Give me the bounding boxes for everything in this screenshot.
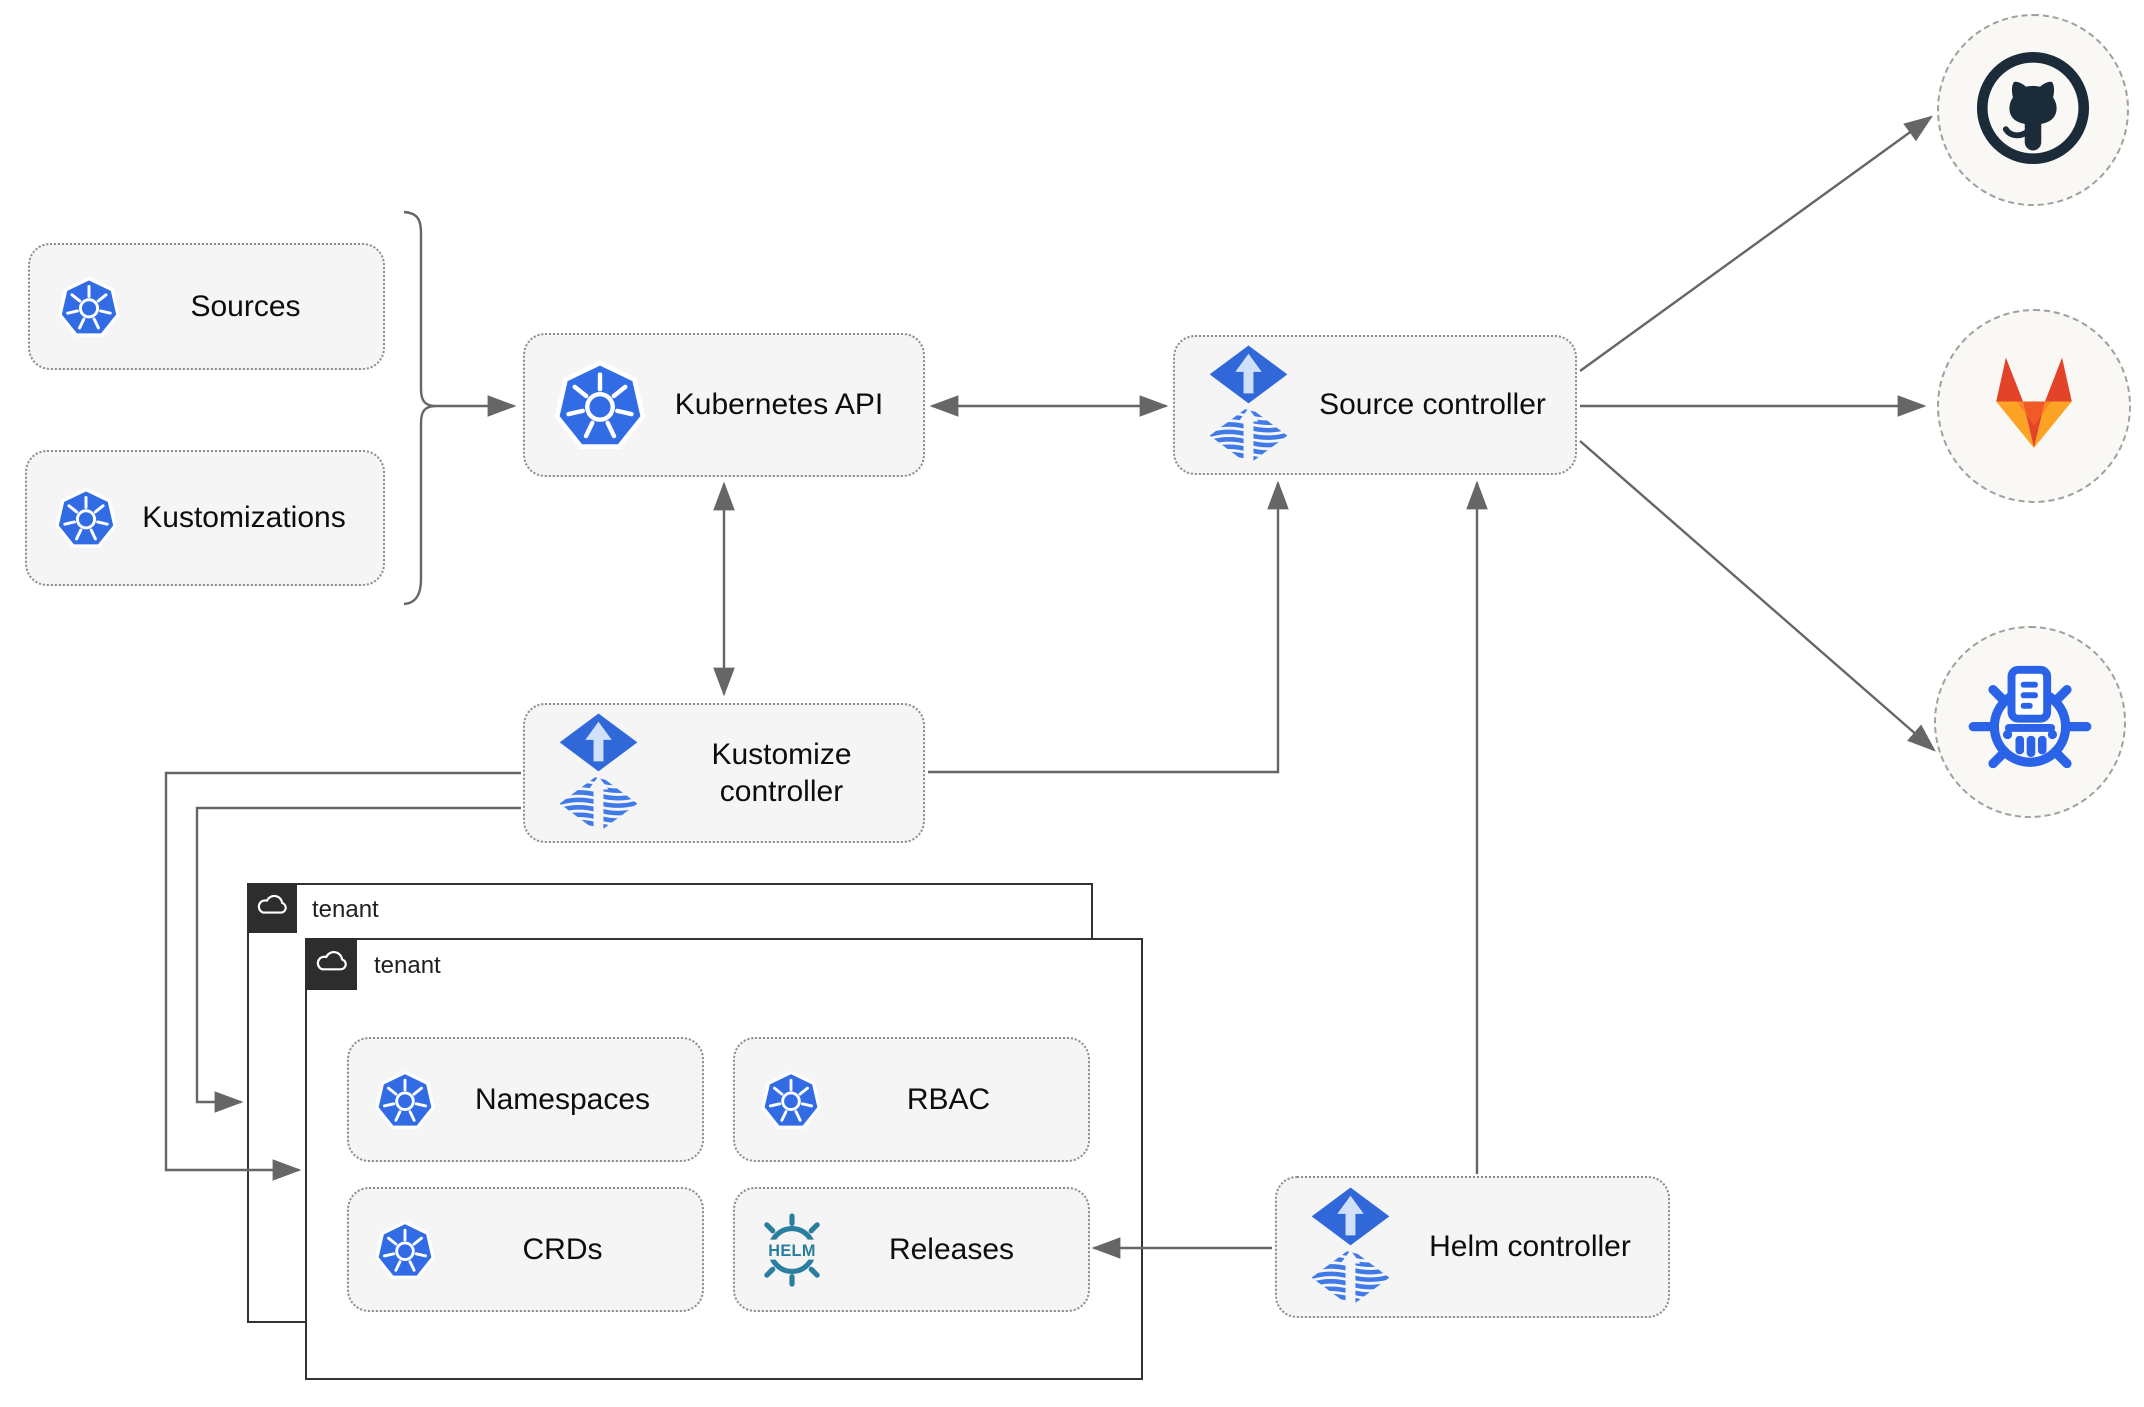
kubernetes-icon [759, 1068, 823, 1132]
cloud-icon [256, 894, 288, 922]
tenant-back-label: tenant [312, 896, 379, 923]
node-helm-controller-label: Helm controller [1429, 1230, 1631, 1264]
node-sources-label: Sources [190, 289, 301, 323]
node-source-controller-label: Source controller [1319, 388, 1546, 422]
endpoint-github [1937, 14, 2129, 206]
node-crds-label: CRDs [522, 1232, 603, 1266]
tenant-header [247, 883, 297, 933]
node-kubernetes-api: Kubernetes API [523, 333, 925, 477]
endpoint-chartmuseum [1934, 626, 2126, 818]
kubernetes-icon [56, 274, 122, 340]
node-releases-label: Releases [888, 1232, 1015, 1266]
endpoint-gitlab [1937, 309, 2131, 503]
node-source-controller: Source controller [1173, 335, 1577, 475]
node-helm-controller: Helm controller [1275, 1176, 1670, 1318]
node-crds: CRDs [347, 1187, 704, 1312]
flux-icon [1207, 343, 1290, 467]
node-sources: Sources [28, 243, 385, 370]
connector-source-to-github [1579, 115, 1933, 372]
connector-bracket [403, 210, 437, 606]
tenant-front-label: tenant [374, 952, 441, 979]
node-kustomizations-label: Kustomizations [142, 501, 346, 535]
connector-source-to-chartmuseum [1579, 440, 1936, 752]
node-releases: HELM Releases [733, 1187, 1090, 1312]
helm-logo-text: HELM [768, 1241, 816, 1259]
flux-icon [557, 711, 640, 835]
node-kustomize-controller-label: Kustomize controller [711, 737, 852, 809]
node-rbac-label: RBAC [906, 1082, 991, 1116]
node-kubernetes-api-label: Kubernetes API [674, 388, 884, 422]
kubernetes-icon [53, 485, 119, 551]
cloud-icon [315, 950, 348, 979]
kubernetes-icon [551, 356, 649, 454]
flux-icon [1309, 1185, 1392, 1309]
github-icon [1974, 49, 2092, 172]
node-kustomize-controller: Kustomize controller [523, 703, 925, 843]
connector-kustomize-to-source-controller [928, 480, 1289, 774]
helm-icon: HELM [755, 1212, 829, 1287]
kubernetes-icon [373, 1068, 437, 1132]
chartmuseum-icon [1964, 654, 2096, 791]
tenant-header [305, 938, 357, 990]
node-namespaces: Namespaces [347, 1037, 704, 1162]
tenant-box-front: tenant Namespaces RBAC CRDs [305, 938, 1143, 1380]
gitlab-icon [1973, 350, 2095, 463]
node-namespaces-label: Namespaces [474, 1082, 651, 1116]
node-kustomizations: Kustomizations [25, 450, 385, 586]
kubernetes-icon [373, 1218, 437, 1282]
node-rbac: RBAC [733, 1037, 1090, 1162]
